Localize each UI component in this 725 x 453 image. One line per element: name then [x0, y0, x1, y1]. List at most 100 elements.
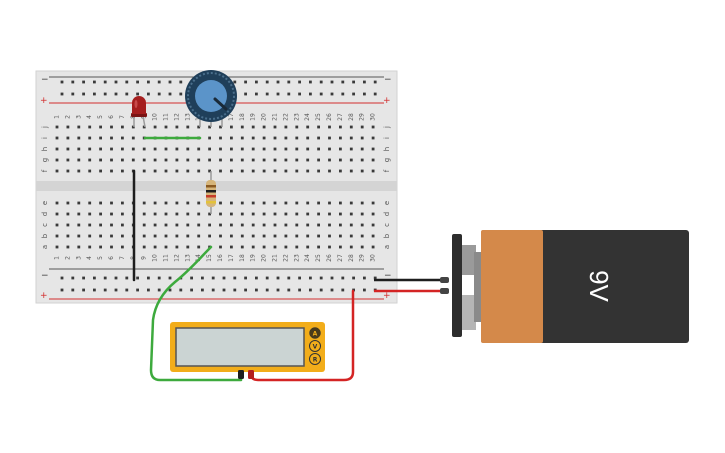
rail-hole[interactable] — [244, 92, 247, 96]
terminal-hole[interactable] — [197, 223, 201, 227]
red-led[interactable] — [131, 96, 147, 128]
rail-hole[interactable] — [103, 288, 107, 292]
terminal-hole[interactable] — [360, 136, 364, 140]
rail-hole[interactable] — [103, 80, 107, 84]
terminal-hole[interactable] — [99, 234, 102, 238]
rail-hole[interactable] — [276, 92, 280, 96]
terminal-hole[interactable] — [240, 245, 244, 249]
terminal-hole[interactable] — [77, 147, 81, 151]
rail-hole[interactable] — [244, 80, 247, 84]
rail-hole[interactable] — [60, 288, 64, 292]
terminal-hole[interactable] — [77, 169, 81, 173]
rail-hole[interactable] — [341, 80, 345, 84]
terminal-hole[interactable] — [273, 125, 277, 129]
terminal-hole[interactable] — [295, 147, 299, 151]
terminal-hole[interactable] — [110, 234, 113, 238]
terminal-hole[interactable] — [328, 136, 331, 140]
rail-hole[interactable] — [319, 92, 323, 96]
terminal-hole[interactable] — [164, 201, 168, 205]
terminal-hole[interactable] — [328, 223, 331, 227]
terminal-hole[interactable] — [208, 136, 211, 140]
rail-hole[interactable] — [60, 276, 64, 280]
terminal-hole[interactable] — [175, 125, 179, 129]
terminal-hole[interactable] — [251, 212, 255, 216]
rail-hole[interactable] — [201, 276, 204, 280]
terminal-hole[interactable] — [88, 147, 92, 151]
terminal-hole[interactable] — [164, 125, 168, 129]
terminal-hole[interactable] — [273, 147, 277, 151]
rail-hole[interactable] — [82, 276, 85, 280]
rail-hole[interactable] — [244, 288, 247, 292]
potentiometer-knob[interactable] — [185, 70, 237, 127]
terminal-hole[interactable] — [153, 125, 157, 129]
terminal-hole[interactable] — [66, 136, 70, 140]
terminal-hole[interactable] — [88, 245, 92, 249]
rail-hole[interactable] — [82, 288, 85, 292]
rail-hole[interactable] — [168, 92, 172, 96]
rail-hole[interactable] — [341, 288, 345, 292]
terminal-hole[interactable] — [360, 169, 364, 173]
rail-hole[interactable] — [71, 288, 75, 292]
terminal-hole[interactable] — [251, 245, 255, 249]
terminal-hole[interactable] — [110, 147, 113, 151]
terminal-hole[interactable] — [295, 136, 299, 140]
terminal-hole[interactable] — [349, 245, 353, 249]
rail-hole[interactable] — [93, 80, 96, 84]
terminal-hole[interactable] — [240, 158, 244, 162]
terminal-hole[interactable] — [110, 245, 113, 249]
rail-hole[interactable] — [179, 80, 183, 84]
rail-hole[interactable] — [147, 288, 150, 292]
terminal-hole[interactable] — [251, 223, 255, 227]
terminal-hole[interactable] — [240, 234, 244, 238]
rail-hole[interactable] — [211, 288, 215, 292]
terminal-hole[interactable] — [186, 201, 190, 205]
rail-hole[interactable] — [60, 80, 64, 84]
terminal-hole[interactable] — [55, 169, 59, 173]
rail-hole[interactable] — [222, 288, 226, 292]
rail-hole[interactable] — [309, 80, 312, 84]
terminal-hole[interactable] — [251, 234, 255, 238]
rail-hole[interactable] — [93, 276, 96, 280]
terminal-hole[interactable] — [77, 125, 81, 129]
terminal-hole[interactable] — [121, 245, 124, 249]
rail-hole[interactable] — [363, 288, 366, 292]
terminal-hole[interactable] — [66, 125, 70, 129]
terminal-hole[interactable] — [175, 212, 179, 216]
rail-hole[interactable] — [373, 276, 377, 280]
terminal-hole[interactable] — [273, 245, 277, 249]
terminal-hole[interactable] — [186, 125, 190, 129]
terminal-hole[interactable] — [219, 212, 222, 216]
terminal-hole[interactable] — [306, 201, 310, 205]
rail-hole[interactable] — [168, 80, 172, 84]
terminal-hole[interactable] — [262, 158, 266, 162]
terminal-hole[interactable] — [273, 201, 277, 205]
terminal-hole[interactable] — [55, 212, 59, 216]
terminal-hole[interactable] — [339, 136, 342, 140]
terminal-hole[interactable] — [262, 125, 266, 129]
rail-hole[interactable] — [136, 288, 139, 292]
terminal-hole[interactable] — [306, 169, 310, 173]
rail-hole[interactable] — [233, 276, 237, 280]
terminal-hole[interactable] — [186, 147, 190, 151]
terminal-hole[interactable] — [121, 223, 124, 227]
terminal-hole[interactable] — [55, 158, 59, 162]
terminal-hole[interactable] — [55, 234, 59, 238]
terminal-hole[interactable] — [306, 147, 310, 151]
terminal-hole[interactable] — [230, 245, 233, 249]
terminal-hole[interactable] — [131, 147, 135, 151]
rail-hole[interactable] — [352, 276, 355, 280]
rail-hole[interactable] — [114, 80, 118, 84]
rail-hole[interactable] — [298, 92, 301, 96]
terminal-hole[interactable] — [55, 201, 59, 205]
terminal-hole[interactable] — [295, 201, 299, 205]
rail-hole[interactable] — [114, 276, 118, 280]
terminal-hole[interactable] — [317, 169, 320, 173]
terminal-hole[interactable] — [110, 125, 113, 129]
terminal-hole[interactable] — [131, 158, 135, 162]
multimeter-mode-a-button[interactable]: A — [309, 327, 321, 339]
rail-hole[interactable] — [179, 288, 183, 292]
rail-hole[interactable] — [125, 80, 129, 84]
terminal-hole[interactable] — [164, 169, 168, 173]
rail-hole[interactable] — [265, 92, 269, 96]
rail-hole[interactable] — [352, 80, 355, 84]
